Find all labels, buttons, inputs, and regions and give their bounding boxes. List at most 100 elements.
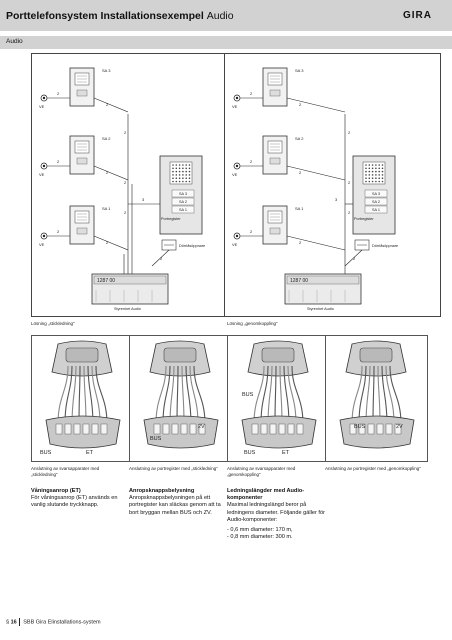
speaker-hole (182, 164, 184, 166)
speaker-hole (368, 167, 371, 170)
terminal-label: BUS (242, 392, 254, 398)
speaker-hole (381, 164, 384, 166)
door-station-label: Portregister (161, 217, 181, 221)
terminal-label: BUS (150, 436, 162, 442)
speaker-hole (375, 167, 377, 170)
speaker-hole (375, 164, 377, 166)
ribbon-wire (351, 365, 363, 425)
ribbon-wire (193, 365, 206, 425)
terminal-screw (260, 423, 268, 435)
speaker-hole (172, 170, 174, 173)
handset-station-button (76, 157, 88, 165)
section-label: Audio (6, 38, 23, 45)
speaker-hole (368, 177, 371, 179)
wire-count: 3 (142, 197, 145, 202)
terminal-screw (180, 423, 188, 435)
speaker-hole (172, 177, 174, 179)
ribbon-wire (57, 365, 69, 425)
header-bar: Porttelefonsystem Installationsexempel A… (0, 0, 452, 31)
wire-count: 3 (335, 197, 338, 202)
terminal-screw (251, 423, 259, 435)
speaker-hole (375, 174, 377, 176)
speaker-hole (375, 170, 377, 173)
ve-label: VE (39, 172, 45, 177)
wire-count: 2 (57, 159, 60, 164)
gira-logo: GIRA (403, 10, 432, 21)
speaker-hole (175, 180, 178, 183)
speaker-hole (375, 177, 377, 179)
call-button (171, 197, 195, 206)
door-lock-label: Dörrlåsöppnare (179, 244, 205, 248)
speaker-hole (365, 164, 367, 166)
diagram-caption: Lösning „stickledning“ (31, 321, 75, 326)
terminal-screw (162, 423, 170, 435)
speaker-hole (188, 170, 191, 173)
speaker-hole (188, 180, 191, 183)
wire-count: 2 (106, 170, 109, 175)
speaker-hole (175, 177, 178, 179)
terminal-label: BUS (244, 450, 256, 456)
terminal-screw (385, 423, 393, 435)
control-unit-header (93, 275, 167, 285)
speaker-hole (368, 164, 371, 166)
call-button-label: SA 1 (179, 208, 187, 212)
terminal-screw (64, 423, 72, 435)
text-floor-call: Våningsanrop (ET) För våningsanrop (ET) … (31, 488, 131, 510)
terminal-screw (100, 423, 108, 435)
wire-count: 2 (160, 256, 163, 261)
ve-label: VE (232, 104, 238, 109)
speaker-hole (381, 177, 384, 179)
speaker-hole (172, 180, 174, 183)
wire (286, 165, 346, 181)
wire-count: 2 (57, 229, 60, 234)
wire-count: 2 (250, 229, 253, 234)
terminal-label: 2V (198, 424, 205, 430)
speaker-hole (185, 177, 187, 179)
speaker-hole (178, 177, 181, 179)
device-connector (163, 347, 197, 363)
speaker-hole (178, 170, 181, 173)
call-button-label: SA 2 (372, 200, 380, 204)
wire (286, 97, 346, 113)
terminal-screw (82, 423, 90, 435)
text-cable-lengths: Ledningslängder med Audio-komponenter Ma… (227, 488, 327, 541)
terminal-screw (189, 423, 197, 435)
handset-station-button (76, 227, 88, 235)
door-station-label: Portregister (354, 217, 374, 221)
wire-count: 2 (106, 240, 109, 245)
ribbon-wire (95, 365, 108, 425)
call-button (364, 197, 388, 206)
bell-icon-core (42, 164, 46, 168)
wire-count: 2 (348, 180, 351, 185)
terminal-label: 2V (396, 424, 403, 430)
speaker-hole (178, 180, 181, 183)
page-footer: § 16 SBB Gira Elinstallations-system (6, 618, 101, 626)
connector-illustration: BUS 2V (143, 340, 219, 449)
speaker-hole (175, 167, 178, 170)
device-connector (261, 347, 295, 363)
control-unit-header (286, 275, 360, 285)
speaker-hole (368, 174, 371, 176)
speaker-hole (178, 167, 181, 170)
speaker-hole (375, 180, 377, 183)
handset-station-button (76, 89, 88, 97)
speaker-hole (381, 167, 384, 170)
speaker-hole (172, 164, 174, 166)
speaker-hole (378, 167, 380, 170)
terminal-label: BUS (40, 450, 52, 456)
sa-label: SA 1 (295, 206, 304, 211)
terminal-screw (394, 423, 402, 435)
wiring-photo-2: BUS 2V (129, 335, 232, 462)
length-item: - 0,6 mm diameter: 170 m, (227, 527, 293, 534)
speaker-hole (378, 177, 380, 179)
handset-station-button (269, 89, 281, 97)
photo-caption: Anslutning av svarsapparater med „genomk… (227, 466, 296, 477)
speaker-hole (365, 174, 367, 176)
wire-count: 2 (106, 102, 109, 107)
speaker-hole (178, 164, 181, 166)
